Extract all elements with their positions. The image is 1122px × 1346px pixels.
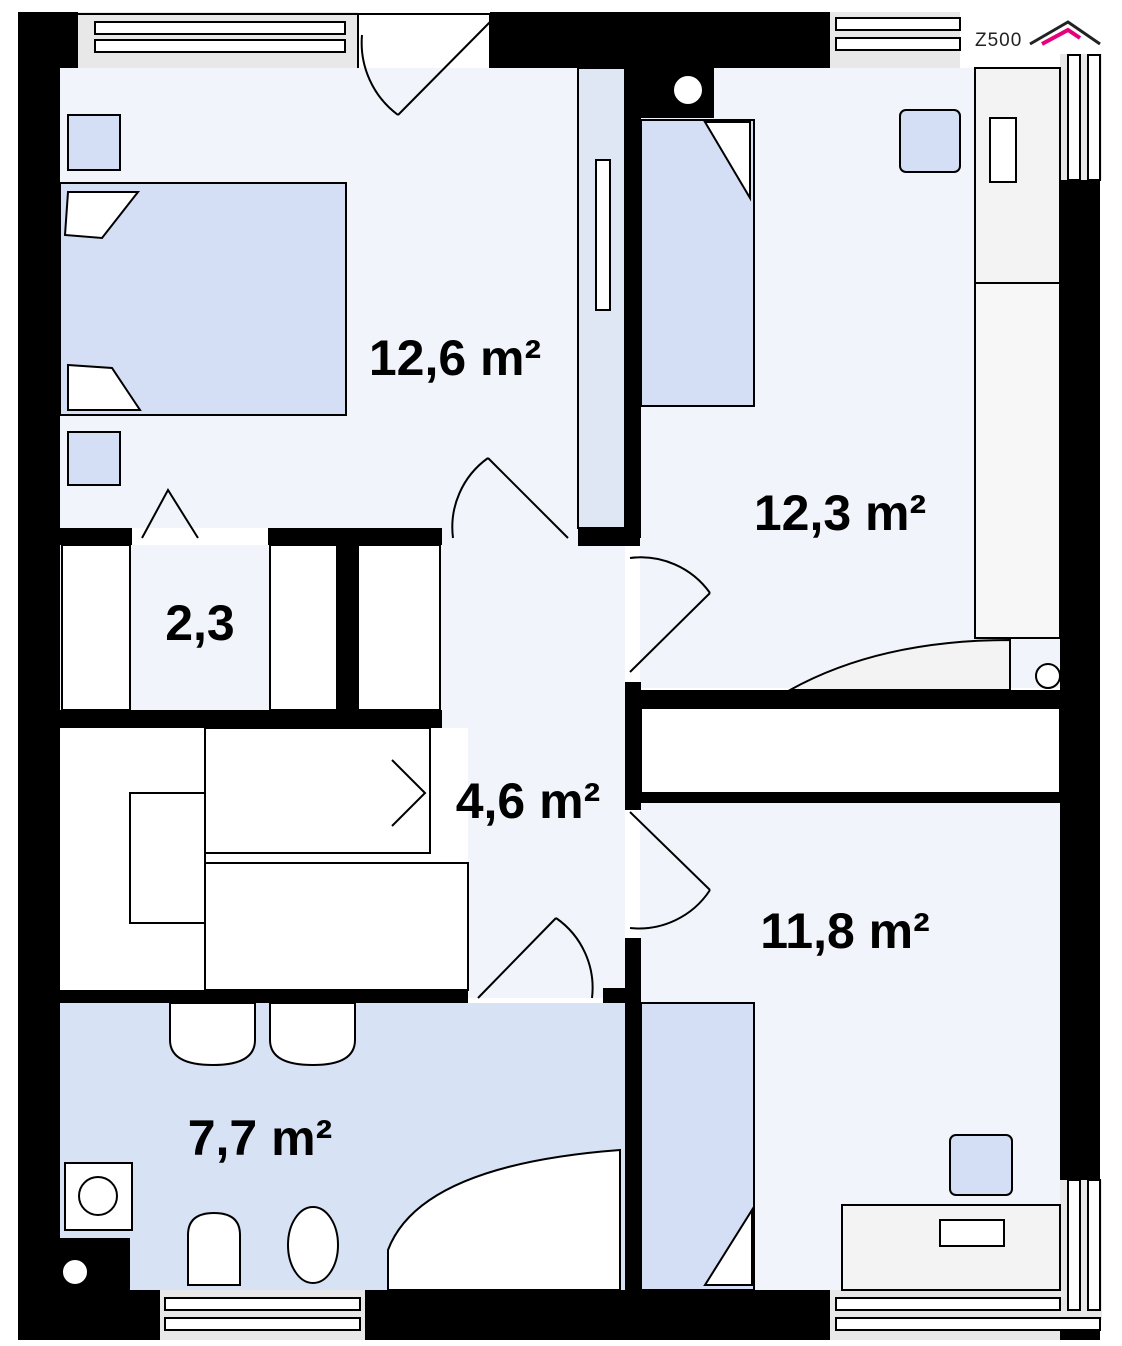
door-closet: [141, 488, 199, 539]
desk-top: [974, 67, 1061, 284]
logo-roof-icon: [1029, 20, 1101, 46]
wall-closet-top-right: [268, 528, 442, 545]
sink-right: [269, 1002, 356, 1067]
keyboard-top: [989, 117, 1017, 183]
area-label-bedroom-right-bottom: 11,8 m²: [760, 903, 930, 959]
bidet: [287, 1206, 339, 1284]
pillow-top: [63, 191, 141, 240]
wardrobe-right-top: [974, 282, 1061, 639]
furniture-bedroom-right-top: [640, 67, 1061, 691]
area-label-closet: 2,3: [165, 595, 235, 651]
window-top-left: [78, 12, 491, 68]
nightstand-bottom: [67, 431, 121, 486]
stairs-lower-flight: [204, 862, 469, 991]
area-label-bathroom: 7,7 m²: [188, 1110, 333, 1166]
nightstand-top: [67, 114, 121, 171]
wall-stairs-bottom: [60, 990, 468, 1003]
door-balcony: [360, 21, 491, 116]
single-bed-pillow-bottom: [703, 1206, 753, 1286]
wall-bath-stub: [603, 988, 641, 1003]
furniture-bedroom-right-bottom: [640, 1002, 1061, 1291]
wall-center-bottom: [625, 938, 641, 1290]
furniture-bathroom: [61, 1002, 621, 1291]
chair-bottom: [949, 1134, 1013, 1196]
wall-bottom-left: [18, 1290, 160, 1340]
window-bottom-right: [830, 1290, 1101, 1340]
wall-closet-bottom: [60, 710, 442, 728]
wall-center-top: [625, 68, 641, 538]
wall-center-top-stub: [578, 528, 640, 546]
sink-left: [169, 1002, 256, 1067]
wall-center-mid: [625, 682, 641, 810]
radiator-vent-top: [1035, 663, 1061, 689]
window-right-bottom: [1060, 1179, 1102, 1320]
wall-top-left: [18, 12, 78, 68]
wardrobe-rail: [595, 159, 611, 311]
area-label-bedroom-right-top: 12,3 m²: [754, 485, 926, 541]
wall-right: [1060, 180, 1100, 1180]
wall-wardrobe-bottom: [641, 793, 1060, 803]
wall-left: [18, 12, 60, 1340]
windows: [78, 12, 1102, 1340]
wall-bottom-mid: [365, 1290, 830, 1340]
washing-machine-drum: [78, 1176, 118, 1216]
chimney-vent-bottom: [61, 1258, 89, 1286]
closet-shelf-3: [357, 544, 441, 711]
doors: [141, 21, 711, 999]
desk-bottom: [841, 1204, 1061, 1291]
door-bedroom-right-bottom: [629, 811, 711, 930]
door-bedroom-main: [451, 457, 569, 539]
exterior-walls: [18, 12, 1100, 1340]
closet-shelf-1: [61, 544, 131, 711]
floor-hall: [440, 528, 625, 998]
toilet: [187, 1211, 241, 1286]
wall-wardrobe-top: [641, 690, 1060, 708]
single-bed-pillow-top: [703, 121, 751, 202]
window-right-top: [1060, 48, 1102, 181]
closet-shelves: [61, 544, 1061, 794]
logo-accent-icon: [1041, 27, 1082, 46]
chimney-vent-top: [672, 74, 704, 106]
chair-top: [899, 109, 961, 173]
wall-top-mid: [490, 12, 830, 68]
door-bathroom: [477, 917, 594, 999]
area-label-bedroom-main: 12,6 m²: [369, 330, 541, 386]
hall-wardrobe: [640, 707, 1061, 794]
stairs-upper-flight: [204, 727, 431, 854]
stairs-landing: [129, 792, 206, 924]
pillow-bottom: [67, 363, 142, 411]
furniture-bedroom-main: [59, 67, 626, 529]
window-top-right: [830, 12, 961, 68]
area-label-hall: 4,6 m²: [456, 773, 601, 829]
staircase: [129, 727, 469, 991]
wall-closet-divider: [337, 545, 357, 710]
closet-shelf-2: [269, 544, 338, 711]
bathtub: [387, 1148, 621, 1291]
stairs-arrow: [391, 759, 427, 827]
interior-walls: [60, 68, 1060, 1290]
keyboard-bottom: [939, 1219, 1005, 1247]
logo-text: Z500: [975, 30, 1022, 51]
area-labels: 12,6 m² 12,3 m² 2,3 4,6 m² 11,8 m² 7,7 m…: [165, 330, 930, 1166]
door-bedroom-right-top: [629, 556, 711, 673]
wall-closet-top-left: [60, 528, 132, 545]
window-bottom-left: [160, 1290, 365, 1340]
logo: Z500: [962, 14, 1112, 54]
wardrobe-bottom-curve: [786, 638, 1011, 691]
